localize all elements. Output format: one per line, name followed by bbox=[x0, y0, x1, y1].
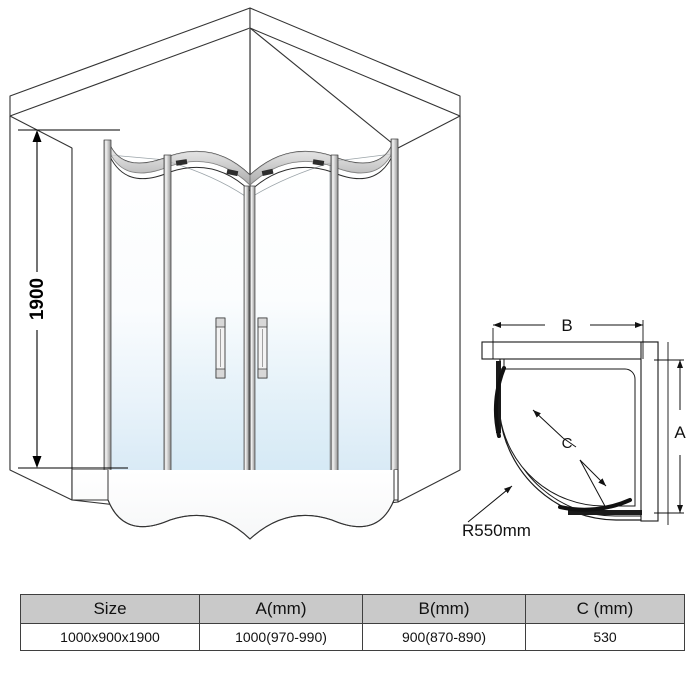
plan-dim-a bbox=[654, 342, 684, 525]
plan-dim-c-label: C bbox=[562, 435, 573, 452]
plan-sliding-door-left bbox=[493, 366, 506, 438]
plan-dim-a-label: A bbox=[674, 423, 686, 442]
header-a-mm: A(mm) bbox=[199, 594, 363, 624]
plan-dim-c-leaders bbox=[532, 409, 607, 509]
plan-radius-label: R550mm bbox=[462, 521, 531, 540]
cell-a-mm: 1000(970-990) bbox=[199, 623, 363, 651]
plan-dim-b-label: B bbox=[561, 316, 572, 335]
plan-radius-leader bbox=[467, 485, 513, 523]
dimension-1900 bbox=[18, 129, 128, 469]
plan-view: B A C R550mm bbox=[462, 316, 686, 540]
glass-door-left bbox=[169, 161, 246, 525]
plan-right-wall bbox=[640, 341, 659, 522]
left-wall bbox=[9, 7, 251, 501]
cell-b-mm: 900(870-890) bbox=[362, 623, 526, 651]
table-row: 1000x900x1900 1000(970-990) 900(870-890)… bbox=[20, 623, 685, 651]
door-handle-right[interactable] bbox=[257, 317, 268, 379]
isometric-view bbox=[9, 7, 461, 540]
shower-tray bbox=[71, 469, 399, 540]
door-handle-left[interactable] bbox=[215, 317, 226, 379]
plan-fixed-panel-bottom bbox=[568, 510, 642, 515]
table-header-row: Size A(mm) B(mm) C (mm) bbox=[20, 594, 685, 624]
header-size: Size bbox=[20, 594, 200, 624]
glass-panel-left bbox=[109, 154, 167, 498]
glass-panel-right bbox=[335, 153, 393, 497]
spec-table: Size A(mm) B(mm) C (mm) 1000x900x1900 10… bbox=[20, 594, 685, 651]
cell-size: 1000x900x1900 bbox=[20, 623, 200, 651]
cell-c-mm: 530 bbox=[525, 623, 685, 651]
header-c-mm: C (mm) bbox=[525, 594, 685, 624]
header-b-mm: B(mm) bbox=[362, 594, 526, 624]
plan-sliding-door-bottom bbox=[558, 498, 632, 512]
plan-dim-b bbox=[492, 320, 644, 359]
plan-enclosure-footprint bbox=[499, 368, 636, 507]
frame-posts bbox=[103, 138, 399, 527]
plan-top-wall bbox=[481, 341, 659, 360]
height-dimension-label: 1900 bbox=[27, 277, 48, 321]
